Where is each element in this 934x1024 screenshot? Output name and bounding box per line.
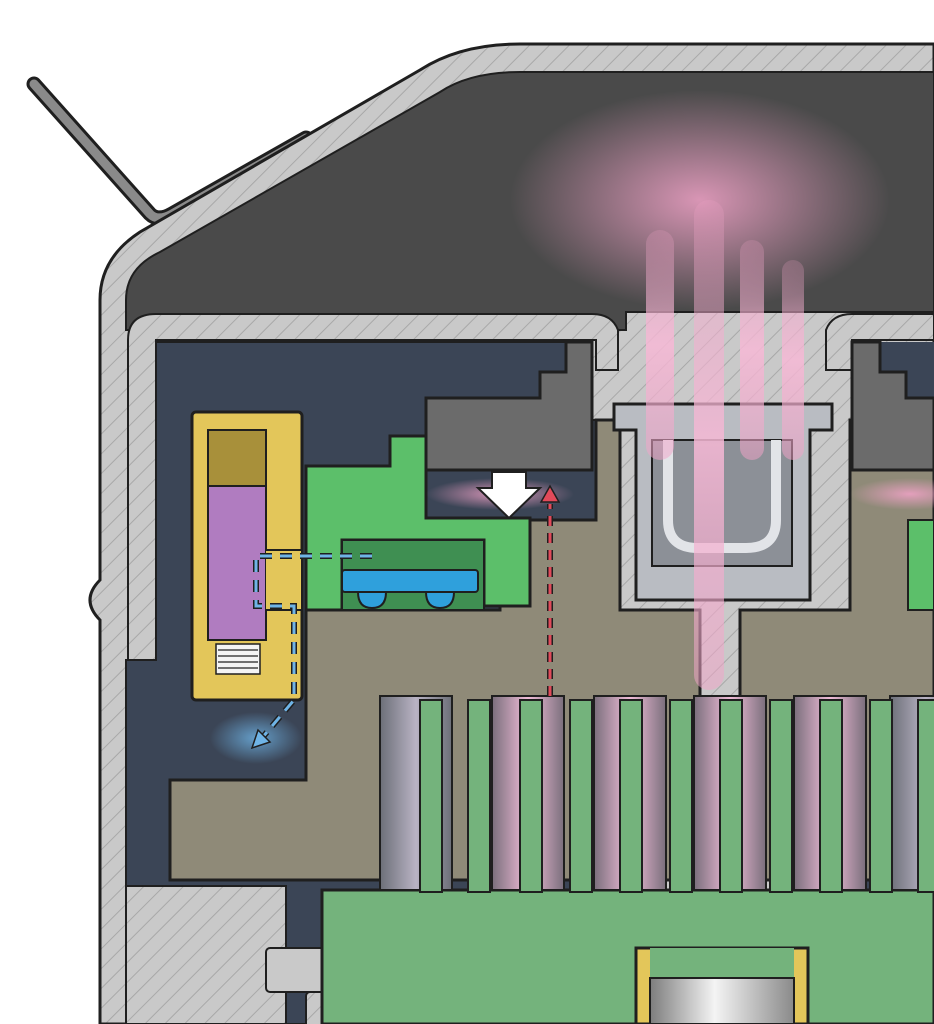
valve-foot-left bbox=[356, 591, 388, 610]
rotor-tooth bbox=[569, 699, 593, 893]
clamp-block bbox=[424, 340, 594, 472]
rotor-tooth bbox=[917, 699, 934, 893]
right-piston-fragment bbox=[907, 519, 934, 611]
up-arrow-icon bbox=[539, 484, 561, 503]
rotor-slots bbox=[379, 695, 934, 893]
valve-foot-right bbox=[424, 591, 456, 610]
inner-housing-wall-right bbox=[825, 313, 934, 371]
central-cylinder bbox=[649, 977, 795, 1024]
inner-housing-wall bbox=[127, 313, 619, 661]
pink-flow-cloud bbox=[510, 90, 890, 310]
pink-gap-glow-right bbox=[850, 478, 934, 510]
lower-left-housing-block bbox=[125, 885, 287, 1024]
rotor-tooth bbox=[719, 699, 743, 893]
yellow-frame-notch bbox=[266, 549, 303, 611]
rotor-tooth bbox=[419, 699, 443, 893]
down-arrow-icon bbox=[475, 471, 543, 520]
blue-valve bbox=[341, 569, 479, 593]
rotor-tooth bbox=[669, 699, 693, 893]
blue-flow-path-inner bbox=[254, 554, 372, 739]
rotor-tooth bbox=[519, 699, 543, 893]
rotor-tooth bbox=[769, 699, 793, 893]
flow-arrow-icon bbox=[250, 728, 272, 750]
rotor-tooth bbox=[869, 699, 893, 893]
yellow-frame-slot bbox=[207, 429, 267, 487]
pink-flow-streams bbox=[646, 200, 804, 690]
rotor-tooth bbox=[619, 699, 643, 893]
rotor-tooth bbox=[819, 699, 843, 893]
rotor-base bbox=[320, 888, 934, 1024]
spring-coils bbox=[215, 643, 261, 675]
rotor-tooth bbox=[467, 699, 491, 893]
clamp-block-right bbox=[850, 340, 934, 472]
